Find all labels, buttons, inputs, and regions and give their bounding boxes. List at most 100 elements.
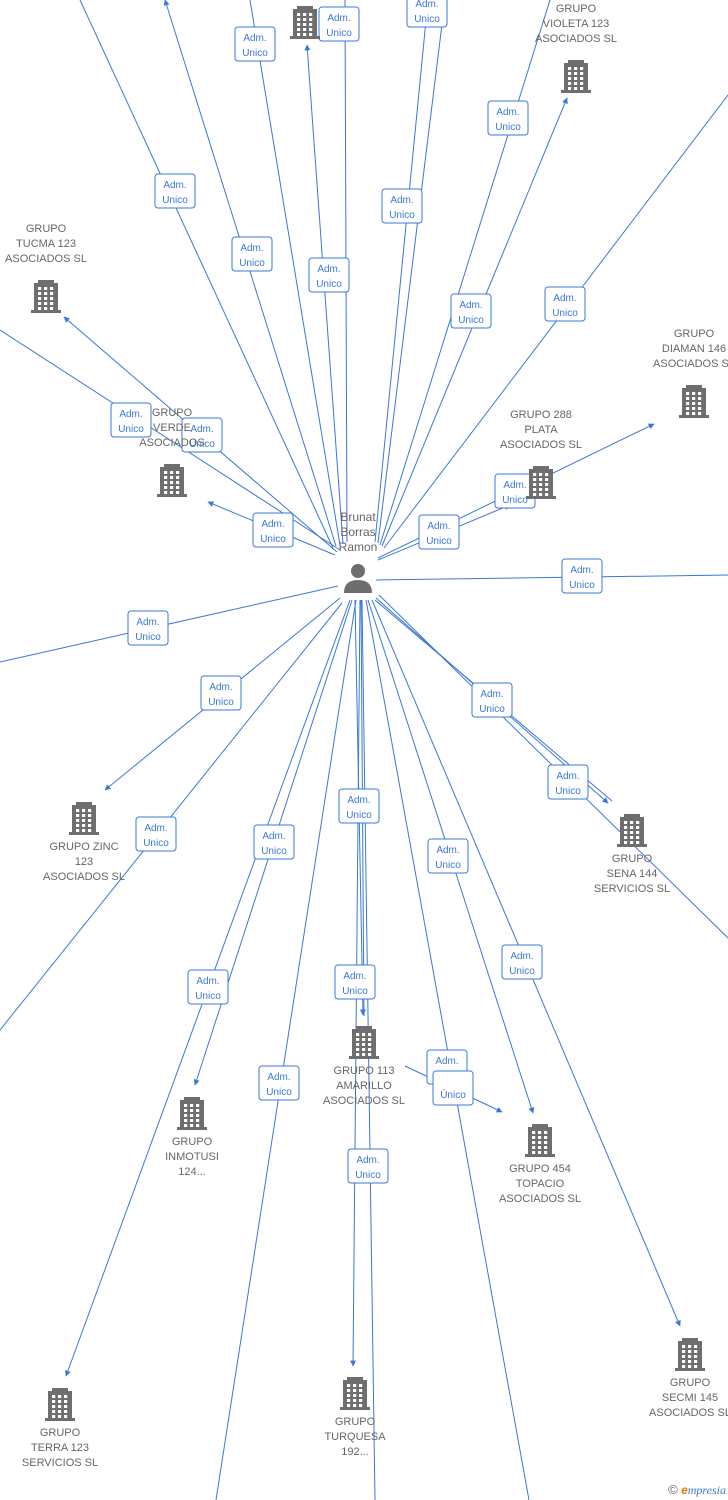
badge-line-2: Unico <box>195 991 221 1002</box>
badge-line-1: Adm. <box>415 0 438 10</box>
badge-line-1: Adm. <box>190 424 213 435</box>
edge-label-badge: Adm.Unico <box>318 6 360 42</box>
edge-line <box>375 574 728 581</box>
company-label-line: ASOCIADOS SL <box>43 871 125 883</box>
company-label-line: AMARILLO <box>336 1080 392 1092</box>
company-node-verde[interactable]: GRUPO VERDE ASOCIADOS <box>139 407 205 497</box>
badge-line-2: Unico <box>135 632 161 643</box>
badge-line-2: Unico <box>260 534 286 545</box>
badge-box <box>154 173 196 209</box>
badge-line-2: Unico <box>189 439 215 450</box>
company-label-line: ASOCIADOS <box>139 437 204 449</box>
badge-line-2: Unico <box>479 704 505 715</box>
company-label-line: GRUPO <box>612 853 653 865</box>
badge-line-2: Unico <box>143 838 169 849</box>
person-name-line: Borras <box>340 525 375 539</box>
edge-label-badge: Adm.Unico <box>561 558 603 594</box>
building-icon <box>561 60 591 93</box>
badge-line-1: Adm. <box>317 264 340 275</box>
badge-line-2: Unico <box>316 279 342 290</box>
building-icon <box>679 385 709 418</box>
company-node-top-center[interactable] <box>290 6 320 39</box>
badge-line-1: Adm. <box>119 409 142 420</box>
edge-label-badge: Adm.Unico <box>501 944 543 980</box>
badge-box <box>258 1065 300 1101</box>
badge-line-1: Adm. <box>240 243 263 254</box>
company-label-line: ASOCIADOS SL <box>535 33 617 45</box>
badge-box <box>200 675 242 711</box>
company-label-line: GRUPO <box>26 223 67 235</box>
building-icon <box>340 1377 370 1410</box>
edge-line <box>377 0 446 544</box>
edge-label-badge: Adm.Unico <box>406 0 448 28</box>
copyright-symbol: © <box>668 1482 678 1497</box>
badge-box <box>252 512 294 548</box>
company-label-line: ASOCIADOS SL <box>499 1193 581 1205</box>
badge-line-2: Unico <box>346 810 372 821</box>
edge-line <box>163 0 337 547</box>
edge-label-badge: Adm.Unico <box>338 788 380 824</box>
company-node-turquesa[interactable]: GRUPOTURQUESA192... <box>324 1377 386 1458</box>
badge-line-1: Adm. <box>480 689 503 700</box>
badge-line-2: Unico <box>355 1170 381 1181</box>
badge-line-2: Unico <box>266 1087 292 1098</box>
badge-line-2: Unico <box>342 986 368 997</box>
badge-line-1: Adm. <box>390 195 413 206</box>
edge-line <box>215 599 357 1500</box>
company-label-line: ASOCIADOS SL <box>653 358 728 370</box>
badge-line-1: Adm. <box>556 771 579 782</box>
company-label-line: 124... <box>178 1166 206 1178</box>
badge-line-2: Unico <box>208 697 234 708</box>
brand-logo-text: mpresia <box>687 1483 726 1497</box>
company-label-line: TOPACIO <box>516 1178 565 1190</box>
company-label-line: GRUPO 113 <box>334 1065 395 1077</box>
badge-line-2: Unico <box>458 315 484 326</box>
company-label-line: ASOCIADOS SL <box>500 439 582 451</box>
badge-line-2: Unico <box>326 28 352 39</box>
badge-line-1: Adm. <box>262 831 285 842</box>
building-icon <box>526 466 556 499</box>
edge-label-badge: Adm.Unico <box>494 473 536 509</box>
badge-box <box>501 944 543 980</box>
edge-label-badge: Adm.Unico <box>187 969 229 1005</box>
edge-label-badge: Adm.Unico <box>450 293 492 329</box>
edge-line <box>379 0 551 546</box>
company-label-line: GRUPO 454 <box>509 1163 571 1175</box>
company-label-line: VIOLETA 123 <box>543 18 609 30</box>
badge-line-2: Unico <box>426 536 452 547</box>
edge-line <box>249 0 341 546</box>
edge-labels: Adm.UnicoAdm.UnicoAdm.UnicoAdm.UnicoAdm.… <box>110 0 603 1184</box>
badge-box <box>135 816 177 852</box>
company-node-inmotusi[interactable]: GRUPOINMOTUSI124... <box>165 1097 219 1178</box>
badge-line-2: Unico <box>502 495 528 506</box>
badge-box <box>187 969 229 1005</box>
building-icon <box>45 1388 75 1421</box>
edge-line <box>304 44 344 545</box>
badge-box <box>231 236 273 272</box>
company-label-line: ASOCIADOS SL <box>5 253 87 265</box>
badge-line-2: Unico <box>162 195 188 206</box>
edge-label-badge: Adm.Unico <box>334 964 376 1000</box>
company-label-line: VERDE <box>153 422 191 434</box>
badge-line-2: Unico <box>261 846 287 857</box>
edge-label-badge: Adm.Unico <box>427 838 469 874</box>
company-label-line: GRUPO <box>152 407 193 419</box>
edge-label-badge: Adm.Unico <box>154 173 196 209</box>
building-icon <box>349 1026 379 1059</box>
badge-box <box>334 964 376 1000</box>
badge-line-1: Adm. <box>356 1155 379 1166</box>
building-icon <box>157 464 187 497</box>
